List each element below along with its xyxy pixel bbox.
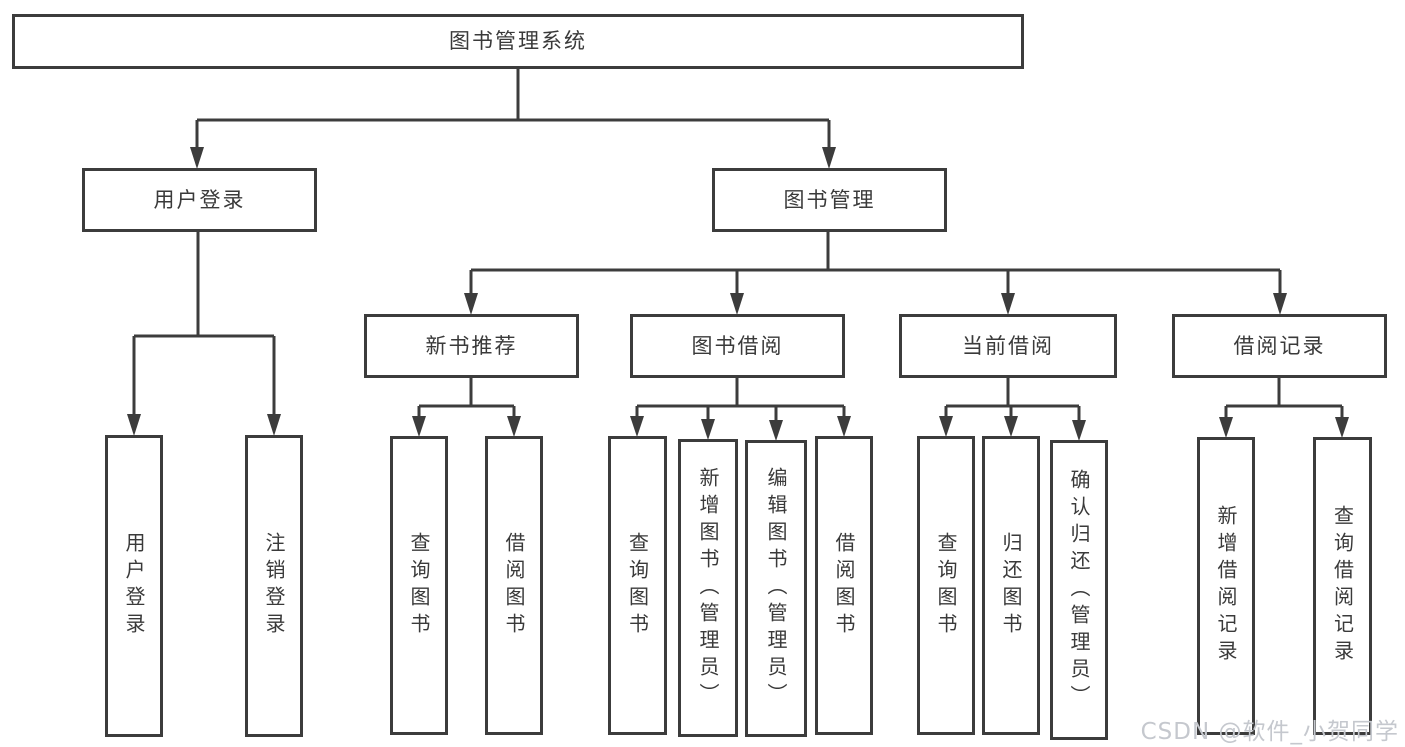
- node-label: 当前借阅: [962, 333, 1054, 358]
- leaf-borrow-books-recommend: 借阅图书: [485, 436, 543, 735]
- node-label: 注销登录: [262, 532, 286, 640]
- watermark: CSDN @软件_小贺同学: [1140, 719, 1399, 745]
- node-book-borrow: 图书借阅: [630, 314, 845, 378]
- leaf-query-books-current: 查询图书: [917, 436, 975, 735]
- node-label: 新书推荐: [425, 333, 518, 358]
- node-label: 查询图书: [625, 531, 650, 640]
- node-label: 编辑图书（管理员）: [764, 467, 788, 710]
- node-label: 新增图书（管理员）: [696, 466, 720, 710]
- node-library-management-system: 图书管理系统: [12, 14, 1024, 69]
- node-label: 查询图书: [934, 531, 958, 640]
- node-current-borrow: 当前借阅: [899, 314, 1117, 378]
- node-new-book-recommend: 新书推荐: [364, 314, 579, 378]
- node-user-login: 用户登录: [82, 168, 317, 232]
- leaf-query-books-borrow: 查询图书: [608, 436, 667, 735]
- node-book-management: 图书管理: [712, 168, 947, 232]
- leaf-add-book-admin: 新增图书（管理员）: [678, 439, 738, 737]
- leaf-add-borrow-record: 新增借阅记录: [1197, 437, 1255, 735]
- leaf-confirm-return-admin: 确认归还（管理员）: [1050, 440, 1108, 740]
- leaf-return-books: 归还图书: [982, 436, 1040, 735]
- node-label: 确认归还（管理员）: [1067, 468, 1091, 712]
- node-label: 借阅图书: [832, 531, 856, 640]
- node-label: 查询借阅记录: [1330, 505, 1355, 667]
- node-label: 借阅图书: [502, 531, 526, 640]
- leaf-user-login: 用户登录: [105, 435, 163, 737]
- leaf-query-books-recommend: 查询图书: [390, 436, 448, 735]
- node-label: 归还图书: [999, 531, 1023, 640]
- leaf-edit-book-admin: 编辑图书（管理员）: [745, 440, 807, 737]
- node-label: 用户登录: [153, 187, 246, 212]
- node-label: 用户登录: [122, 532, 146, 640]
- node-label: 图书管理: [783, 187, 876, 212]
- node-label: 借阅记录: [1233, 333, 1326, 358]
- node-borrow-records: 借阅记录: [1172, 314, 1387, 378]
- leaf-borrow-books: 借阅图书: [815, 436, 873, 735]
- node-label: 图书借阅: [691, 333, 784, 358]
- node-label: 查询图书: [407, 531, 431, 640]
- node-label: 图书管理系统: [449, 29, 587, 53]
- leaf-query-borrow-record: 查询借阅记录: [1313, 437, 1372, 735]
- node-label: 新增借阅记录: [1214, 505, 1238, 667]
- leaf-logout: 注销登录: [245, 435, 303, 737]
